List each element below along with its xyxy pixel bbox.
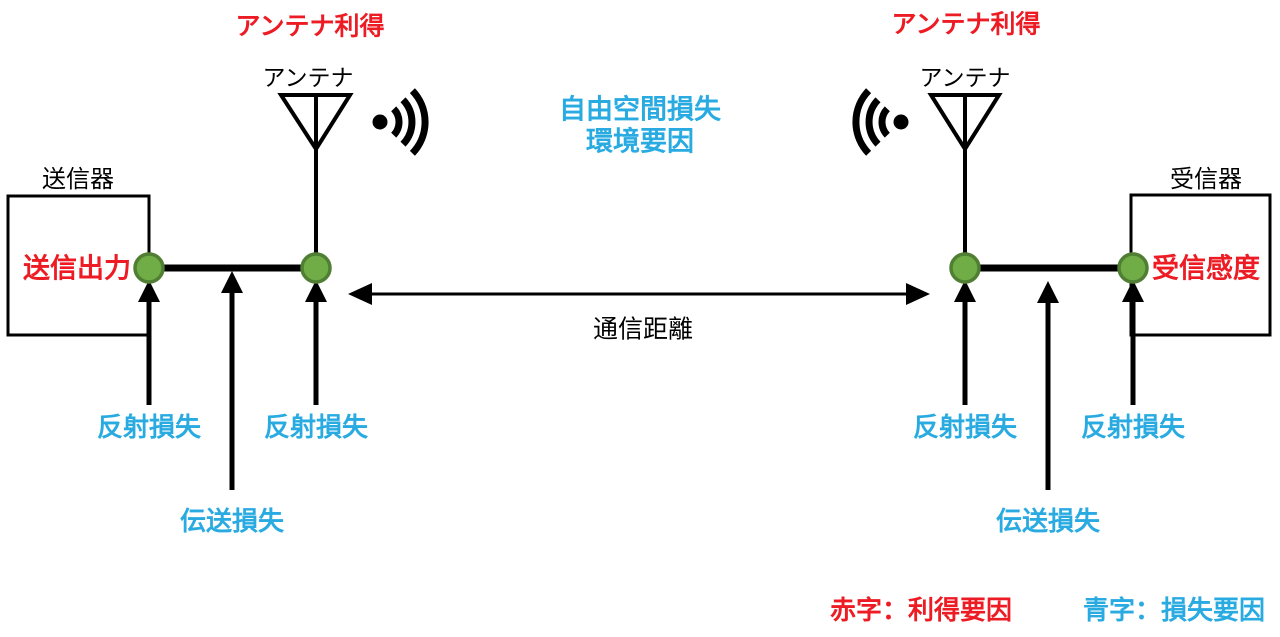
antenna-icon-left — [277, 93, 354, 268]
tx-transmission-arrow — [221, 271, 243, 490]
tx-transmission-loss-label: 伝送損失 — [179, 506, 285, 536]
tx-antenna-node — [300, 252, 332, 284]
antenna-icon-right — [927, 93, 1003, 268]
signal-waves-icon-left — [372, 88, 429, 156]
tx-reflection-arrow-1 — [138, 280, 160, 405]
rx-reflection-loss-label-2: 反射損失 — [1080, 412, 1186, 442]
distance-double-arrow — [348, 283, 930, 305]
tx-antenna-gain-label: アンテナ利得 — [235, 12, 385, 41]
free-space-loss-label: 自由空間損失 — [559, 94, 721, 125]
tx-antenna-label: アンテナ — [262, 64, 354, 91]
environment-factor-label: 環境要因 — [586, 126, 694, 157]
rx-reflection-arrow-2 — [1122, 280, 1144, 405]
rx-transmission-arrow — [1037, 281, 1059, 490]
rx-device-label: 受信器 — [1170, 166, 1242, 193]
tx-reflection-loss-label-1: 反射損失 — [96, 412, 202, 442]
rx-antenna-gain-label: アンテナ利得 — [891, 10, 1041, 39]
rx-sensitivity-label: 受信感度 — [1152, 253, 1260, 284]
tx-output-power-label: 送信出力 — [23, 253, 131, 284]
tx-reflection-arrow-2 — [305, 280, 327, 405]
tx-device-label: 送信器 — [42, 166, 114, 193]
rx-reflection-arrow-1 — [954, 280, 976, 405]
green-nodes — [133, 252, 1149, 284]
tx-reflection-loss-label-2: 反射損失 — [263, 412, 369, 442]
legend-gain-note: 赤字：利得要因 — [829, 595, 1013, 625]
communication-distance-label: 通信距離 — [592, 315, 694, 344]
rx-reflection-loss-label-1: 反射損失 — [912, 412, 1018, 442]
rx-antenna-node — [949, 252, 981, 284]
legend-loss-note: 青字：損失要因 — [1082, 595, 1266, 625]
tx-output-node — [133, 252, 165, 284]
rx-input-node — [1117, 252, 1149, 284]
rx-transmission-loss-label: 伝送損失 — [995, 506, 1101, 536]
signal-waves-icon-right — [852, 88, 909, 156]
rx-antenna-label: アンテナ — [919, 64, 1011, 91]
